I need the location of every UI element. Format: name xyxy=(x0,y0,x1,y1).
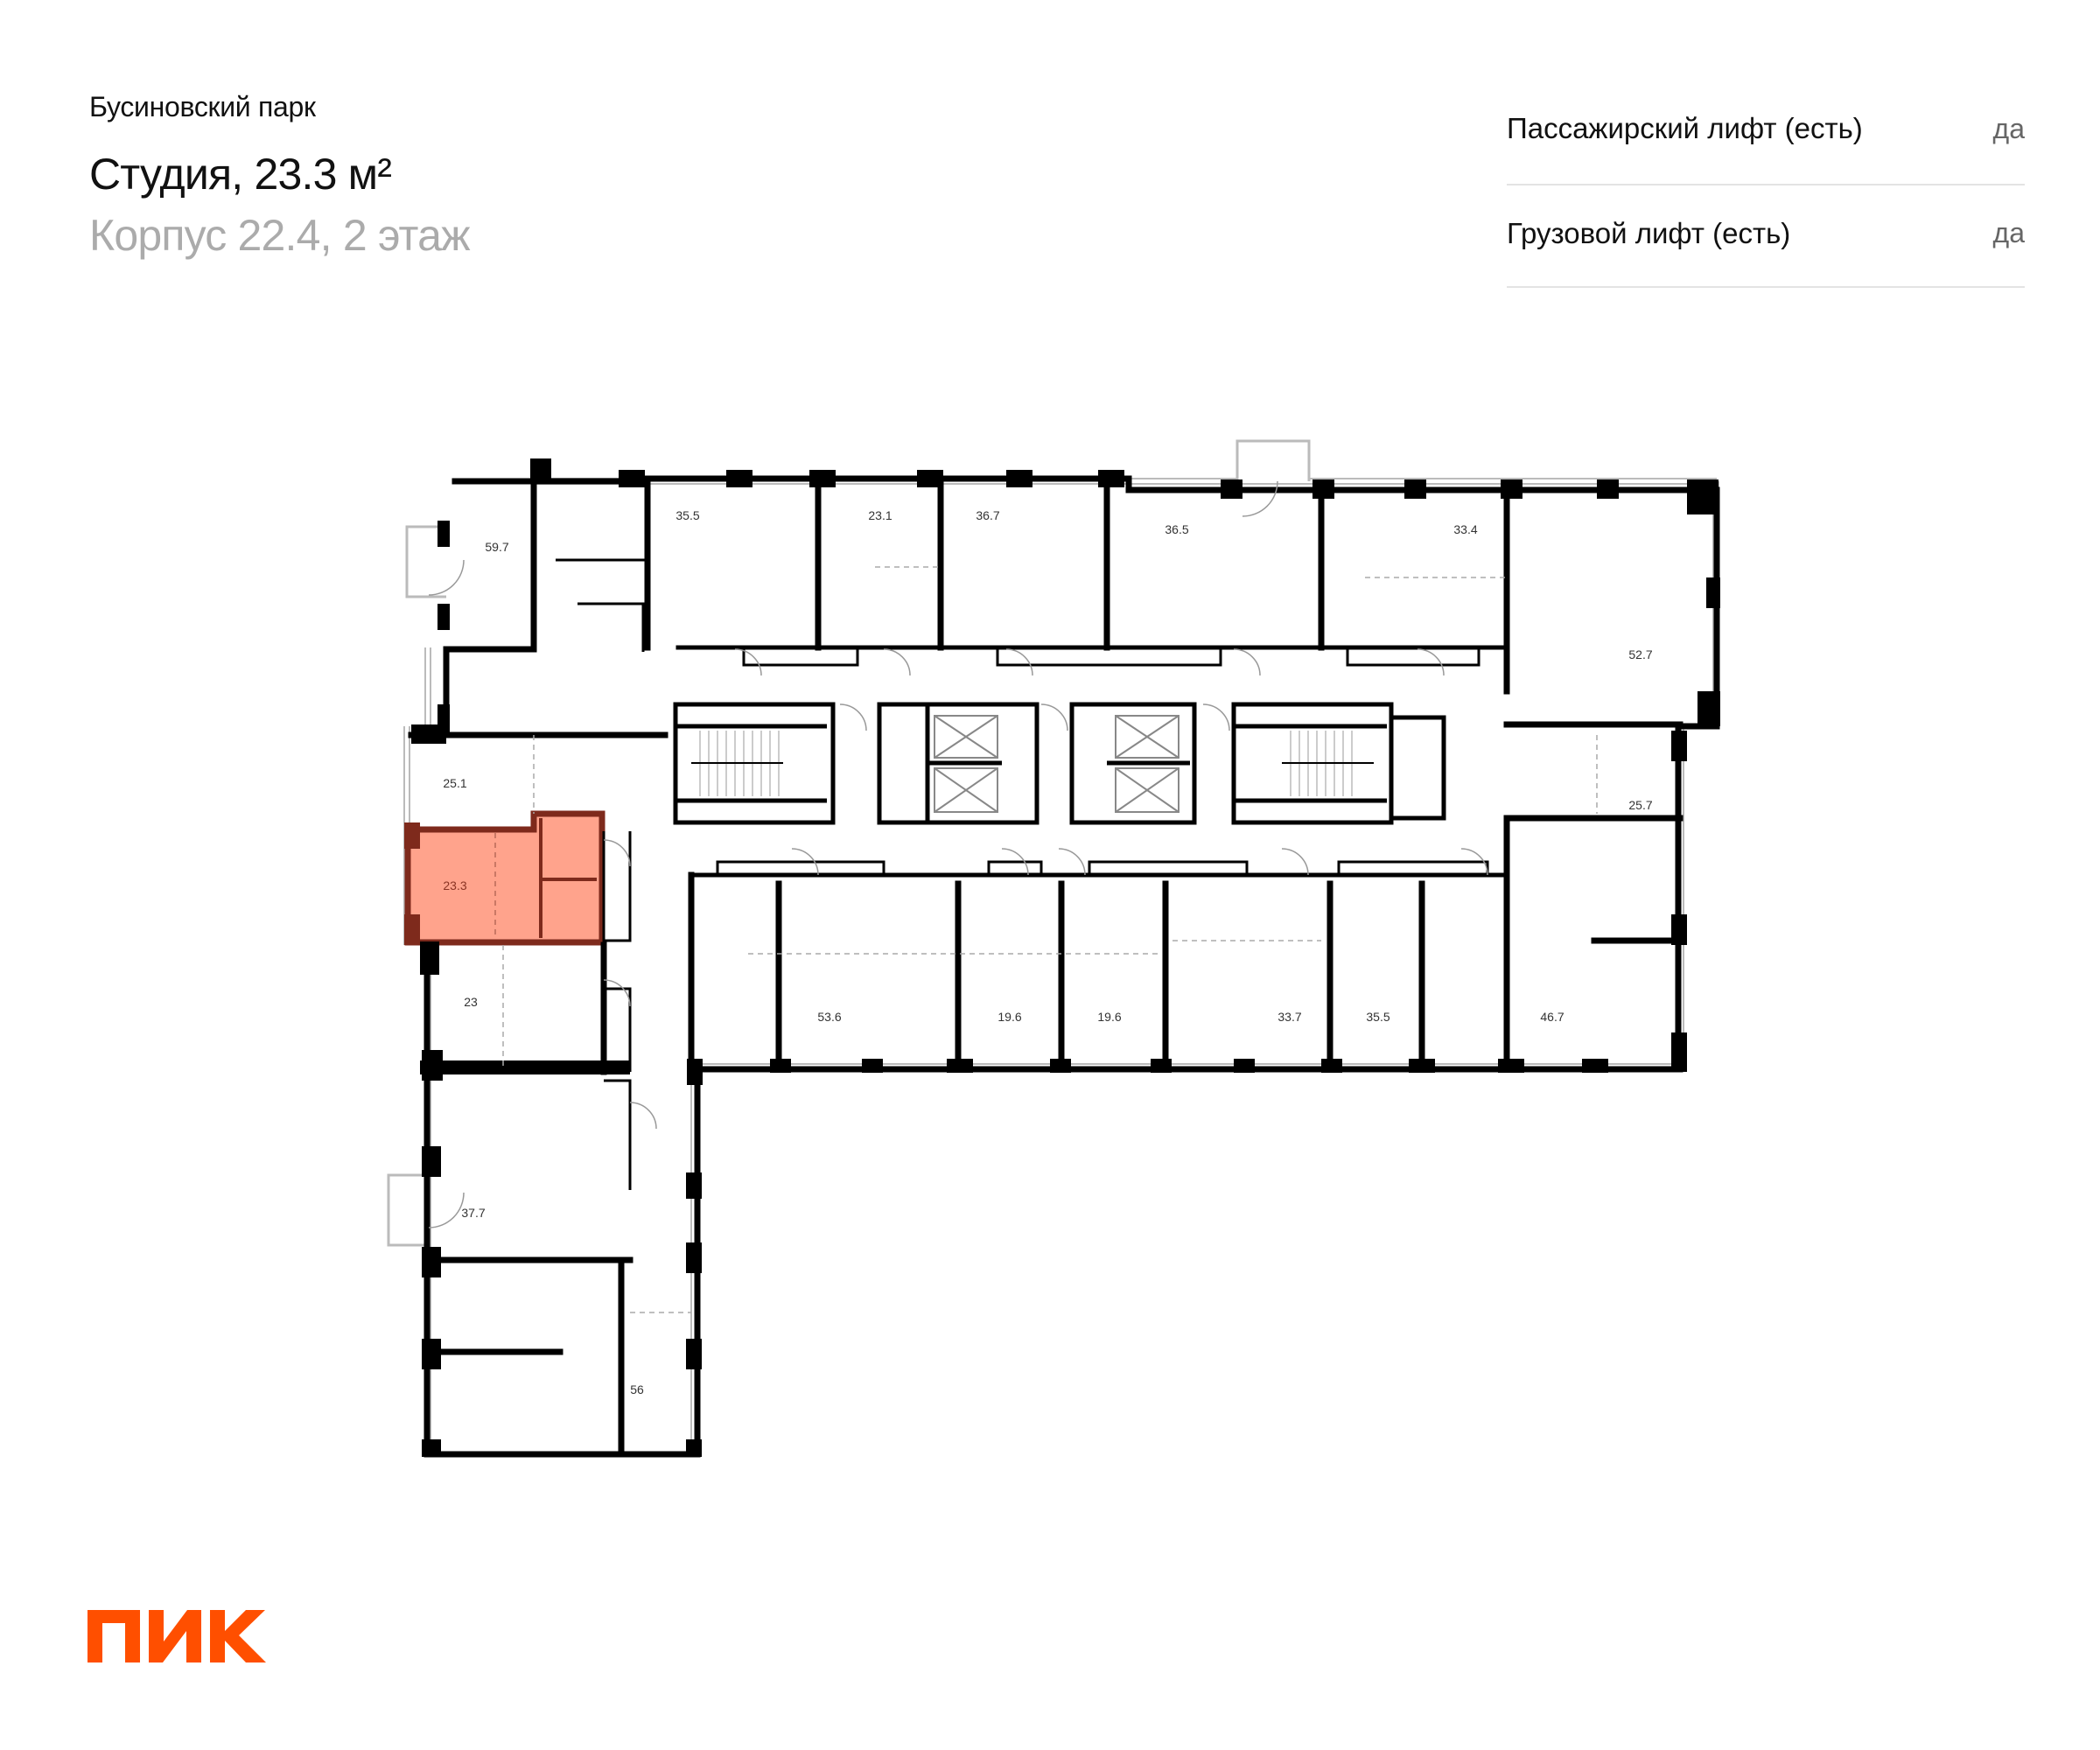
lift-block-2 xyxy=(1069,702,1197,825)
stair-left-steps xyxy=(691,731,783,796)
stair-right-steps xyxy=(1282,731,1374,796)
walls xyxy=(408,475,1720,1458)
apartment-area-label: 59.7 xyxy=(485,540,508,554)
columns xyxy=(411,458,1720,1457)
partitions xyxy=(556,558,1489,1190)
property-label: Грузовой лифт (есть) xyxy=(1507,216,1791,249)
apartment-labels: 59.7 35.5 23.1 36.7 36.5 33.4 52.7 25.7 … xyxy=(443,508,1652,1396)
pik-logo xyxy=(88,1610,266,1662)
apartment-area-label: 23.1 xyxy=(868,508,892,522)
doors xyxy=(428,480,1488,1228)
stair-right xyxy=(1231,702,1446,825)
apartment-title: Студия, 23.3 м² xyxy=(89,150,392,199)
property-value: да xyxy=(1992,112,2025,144)
apartment-area-label: 35.5 xyxy=(1366,1010,1390,1024)
apartment-area-label: 33.4 xyxy=(1453,522,1477,536)
apartment-area-label: 37.7 xyxy=(461,1206,485,1220)
apartment-area-label: 56 xyxy=(630,1382,644,1396)
apartment-area-label: 23 xyxy=(464,995,478,1009)
core xyxy=(673,702,1446,825)
apartment-area-label: 46.7 xyxy=(1540,1010,1564,1024)
selected-apartment-area-label: 23.3 xyxy=(443,878,466,892)
property-passenger-lift: Пассажирский лифт (есть) да xyxy=(1507,84,2025,186)
apartment-area-label: 19.6 xyxy=(998,1010,1021,1024)
lift-cabins xyxy=(934,715,1180,813)
apartment-area-label: 25.7 xyxy=(1628,798,1652,812)
apartment-area-label: 33.7 xyxy=(1278,1010,1301,1024)
complex-name: Бусиновский парк xyxy=(89,91,316,122)
apartment-area-label: 52.7 xyxy=(1628,648,1652,662)
balconies xyxy=(387,439,1311,1247)
lift-block-1 xyxy=(877,702,1040,825)
apartment-area-label: 25.1 xyxy=(443,776,466,790)
properties-list: Пассажирский лифт (есть) да Грузовой лиф… xyxy=(1507,84,2025,288)
stair-left xyxy=(673,702,836,825)
apartment-area-label: 35.5 xyxy=(676,508,699,522)
apartment-area-label: 19.6 xyxy=(1097,1010,1121,1024)
zone-separators xyxy=(502,566,1598,1313)
property-label: Пассажирский лифт (есть) xyxy=(1507,112,1863,144)
property-value: да xyxy=(1992,217,2025,248)
selected-apartment-23-3[interactable] xyxy=(404,810,606,946)
property-freight-lift: Грузовой лифт (есть) да xyxy=(1507,186,2025,288)
apartment-area-label: 36.7 xyxy=(976,508,999,522)
apartment-area-label: 53.6 xyxy=(817,1010,841,1024)
apartment-area-label: 36.5 xyxy=(1165,522,1188,536)
building-floor-subtitle: Корпус 22.4, 2 этаж xyxy=(89,211,471,260)
